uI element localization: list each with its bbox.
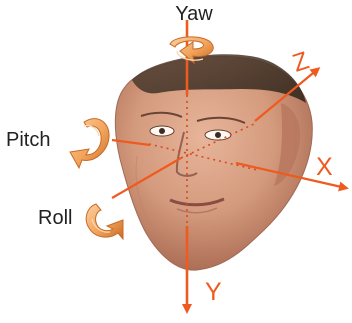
z-axis-label: Z — [289, 46, 312, 77]
x-axis-label: X — [316, 153, 333, 181]
pitch-label: Pitch — [6, 129, 50, 151]
head-model-icon — [115, 54, 312, 270]
curved-rotation-arrow-icon — [86, 204, 123, 239]
pitch-arrow — [70, 119, 109, 168]
yaw-label: Yaw — [175, 3, 213, 25]
roll-label: Roll — [38, 207, 72, 229]
y-axis-label: Y — [205, 278, 222, 306]
roll-arrow — [86, 204, 123, 239]
